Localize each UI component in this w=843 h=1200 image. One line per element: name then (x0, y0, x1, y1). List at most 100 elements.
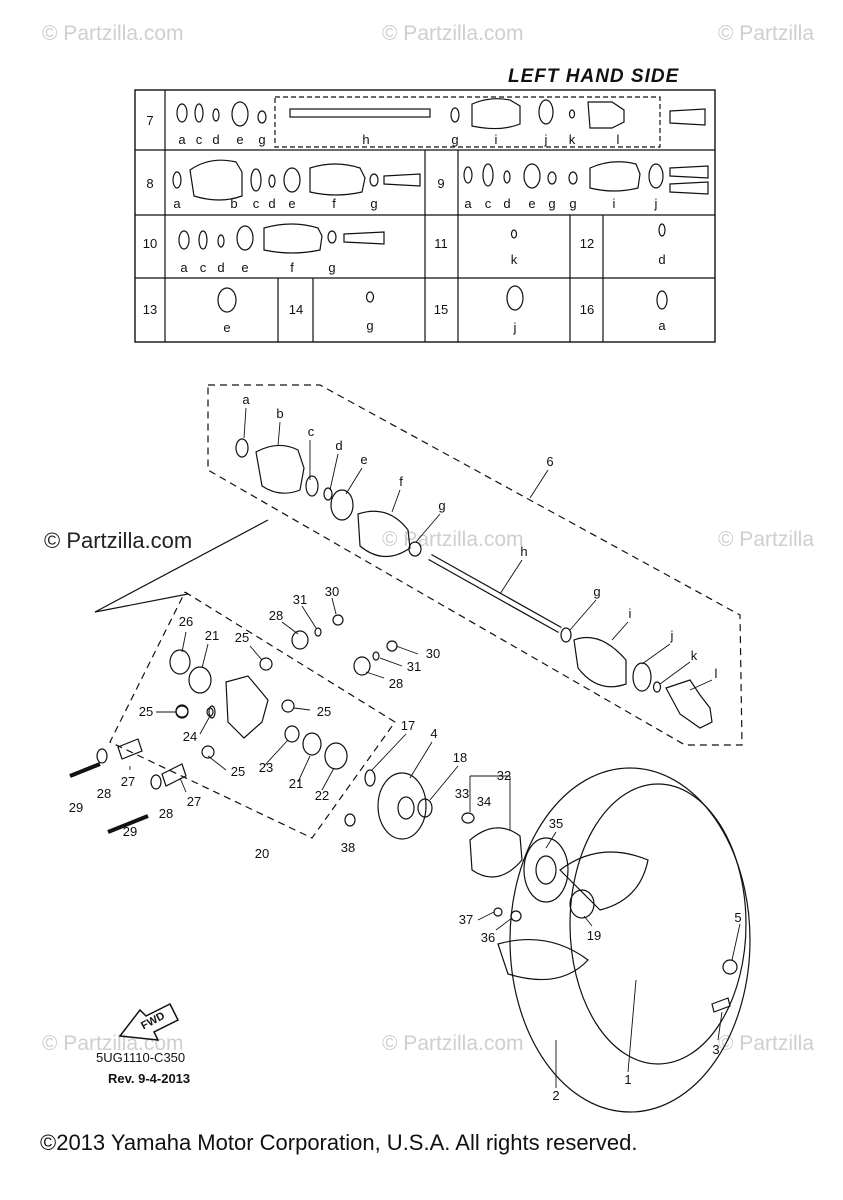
kit-letter: a (173, 196, 181, 211)
kit-letter: d (217, 260, 224, 275)
kit-letter: a (178, 132, 186, 147)
kit-number: 11 (434, 236, 448, 251)
kit-letter: h (362, 132, 369, 147)
kit-number: 15 (434, 302, 448, 317)
callout: b (276, 406, 283, 421)
kit-number: 13 (143, 302, 157, 317)
kit-letter: c (196, 132, 203, 147)
copyright-notice: ©2013 Yamaha Motor Corporation, U.S.A. A… (40, 1130, 638, 1155)
callout: 25 (235, 630, 249, 645)
single-items (217, 223, 668, 313)
arm-parts (69, 614, 398, 834)
callout: 19 (587, 928, 601, 943)
callout: 4 (430, 726, 437, 741)
hub-wheel-parts (344, 767, 751, 1113)
kit-letter: g (328, 260, 335, 275)
kit-number: 7 (146, 113, 153, 128)
callout: 30 (426, 646, 440, 661)
callout: 25 (317, 704, 331, 719)
kit-letter: e (223, 320, 230, 335)
driveshaft-parts (235, 438, 713, 729)
callout: 2 (552, 1088, 559, 1103)
kit-letter: g (548, 196, 555, 211)
callout: 26 (179, 614, 193, 629)
callout: g (438, 498, 445, 513)
callout: e (360, 452, 367, 467)
kit-letter: g (258, 132, 265, 147)
callout: 29 (69, 800, 83, 815)
kit-letter: j (544, 132, 548, 147)
callout: 18 (453, 750, 467, 765)
callout: 34 (477, 794, 491, 809)
kit10-parts (178, 223, 385, 254)
kit-letter: e (288, 196, 295, 211)
kit-letter: d (658, 252, 665, 267)
callout: 37 (459, 912, 473, 927)
callout: f (399, 474, 403, 489)
kit-letter: c (253, 196, 260, 211)
kit-letter: g (370, 196, 377, 211)
kit-letter: j (513, 320, 517, 335)
callout: 20 (255, 846, 269, 861)
kit-letter: d (268, 196, 275, 211)
callout: 28 (159, 806, 173, 821)
callout: 23 (259, 760, 273, 775)
callout: 31 (293, 592, 307, 607)
kit-letter: k (569, 132, 576, 147)
diagram-code: 5UG1110-C350 (96, 1050, 186, 1065)
group-20-outline (109, 591, 396, 839)
watermark: © Partzilla.com (42, 1032, 184, 1055)
kit-number: 9 (437, 176, 444, 191)
callout: 33 (455, 786, 469, 801)
kit-letter: i (613, 196, 616, 211)
kit-letter: f (290, 260, 294, 275)
group-6-outline (207, 384, 743, 746)
callout: i (629, 606, 632, 621)
kit-letter: f (332, 196, 336, 211)
kit-letter: e (241, 260, 248, 275)
callout: 27 (187, 794, 201, 809)
kit-table-title: LEFT HAND SIDE (508, 66, 680, 87)
kit-letter: a (464, 196, 472, 211)
kit-number: 16 (580, 302, 594, 317)
kit-letters: a c d e g h g i j k l a b c d e f g a c … (173, 132, 666, 335)
leader-lines (129, 407, 741, 1088)
kit7-parts (176, 98, 706, 130)
kit-letter: c (200, 260, 207, 275)
callout: 21 (289, 776, 303, 791)
kit9-parts (463, 161, 709, 195)
callout: 24 (183, 729, 197, 744)
callout: 1 (624, 1072, 631, 1087)
callout: 29 (123, 824, 137, 839)
kit-letter: g (569, 196, 576, 211)
kit-letter: j (654, 196, 658, 211)
kit-letter: e (236, 132, 243, 147)
callout: 5 (734, 910, 741, 925)
callout: 21 (205, 628, 219, 643)
callout: 25 (231, 764, 245, 779)
watermark: © Partzilla.com (382, 22, 524, 45)
callout: 22 (315, 788, 329, 803)
callout: 28 (269, 608, 283, 623)
callout: h (520, 544, 527, 559)
kit-letter: g (366, 318, 373, 333)
watermark: © Partzilla.com (44, 528, 193, 553)
callout: d (335, 438, 342, 453)
kit8-parts (172, 159, 421, 201)
watermark: © Partzilla.com (42, 22, 184, 45)
kit-letter: a (180, 260, 188, 275)
callout: k (691, 648, 698, 663)
callout: 38 (341, 840, 355, 855)
kit-letter: d (212, 132, 219, 147)
kit-letter: k (511, 252, 518, 267)
watermark: © Partzilla.com (382, 1032, 524, 1055)
callout: g (593, 584, 600, 599)
callout: 36 (481, 930, 495, 945)
kit-number: 10 (143, 236, 157, 251)
callout: c (308, 424, 315, 439)
callout: 28 (97, 786, 111, 801)
kit-letter: b (230, 196, 237, 211)
kit-number: 8 (146, 176, 153, 191)
kit-table (134, 89, 716, 343)
